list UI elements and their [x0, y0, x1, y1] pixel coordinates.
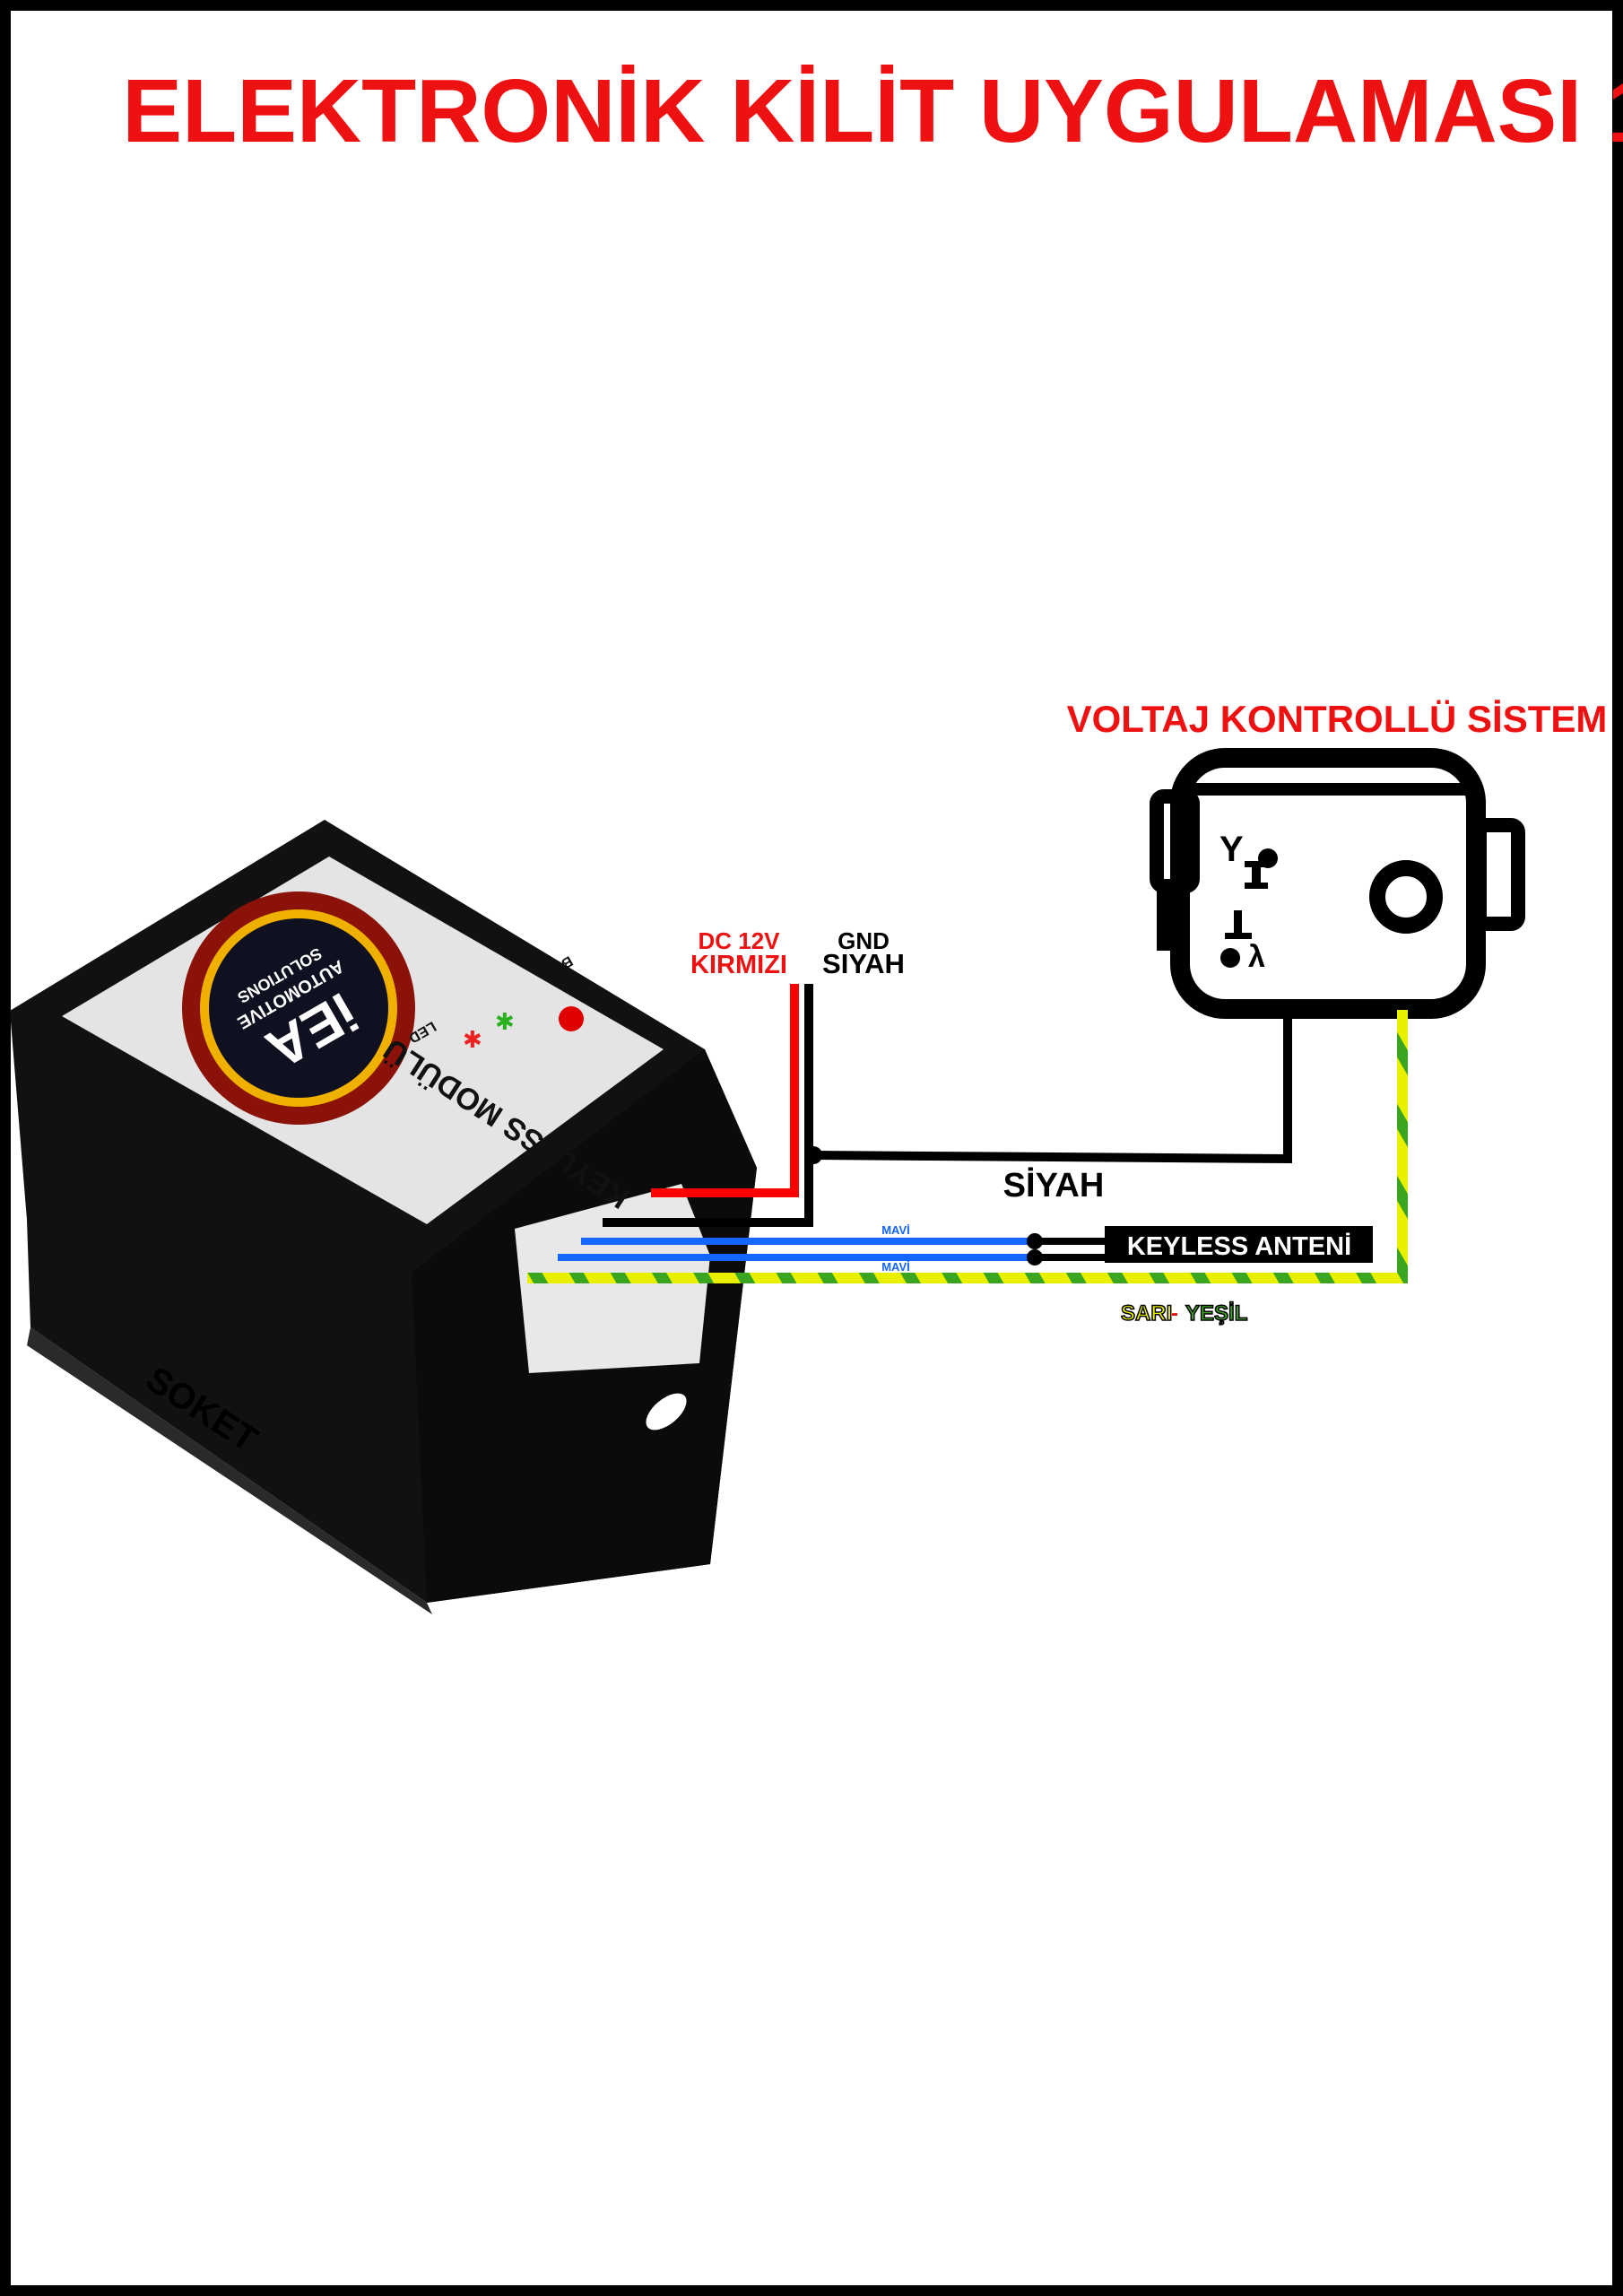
brand-logo: iEA AUTOMOTIVE SOLUTIONS: [182, 891, 415, 1125]
blue-wire-label-1: MAVİ: [881, 1223, 910, 1237]
page-title: ELEKTRONİK KİLİT UYGULAMASI 1: [122, 61, 1623, 161]
antenna-label: KEYLESS ANTENİ: [1127, 1232, 1351, 1261]
svg-text:-: -: [1171, 1301, 1178, 1326]
keyless-antenna-box: [1105, 1226, 1373, 1263]
lock-label: VOLTAJ KONTROLLÜ SİSTEM: [1067, 698, 1608, 740]
svg-text:SARI: SARI: [1121, 1301, 1172, 1326]
junction-dot: [804, 1146, 822, 1164]
svg-text:λ: λ: [1248, 940, 1265, 974]
keyless-module: iEA AUTOMOTIVE SOLUTIONS BTN LED ✱ ✱ KEY…: [10, 820, 757, 1614]
power-label-2: KIRMIZI: [690, 951, 787, 979]
green-led-icon: ✱: [495, 1009, 515, 1035]
svg-text:Y: Y: [1219, 830, 1244, 869]
ground-label-1: GND: [838, 927, 890, 954]
yellow-green-label: SARI - YEŞİL: [1120, 1300, 1248, 1326]
lock-ground-label: SİYAH: [1003, 1167, 1105, 1205]
power-label-1: DC 12V: [698, 927, 780, 954]
ground-label-2: SIYAH: [822, 948, 905, 979]
blue-wire-label-2: MAVİ: [881, 1260, 910, 1274]
button-icon: [559, 1006, 584, 1031]
svg-text:YEŞİL: YEŞİL: [1185, 1301, 1247, 1326]
electronic-lock-icon: Y λ: [1150, 748, 1525, 1019]
red-power-wire: [651, 984, 799, 1197]
yellow-green-wire: [527, 1273, 1408, 1283]
black-ground-wire: [603, 984, 813, 1227]
red-led-icon: ✱: [463, 1027, 482, 1053]
lock-ground-wire: [812, 1010, 1292, 1164]
